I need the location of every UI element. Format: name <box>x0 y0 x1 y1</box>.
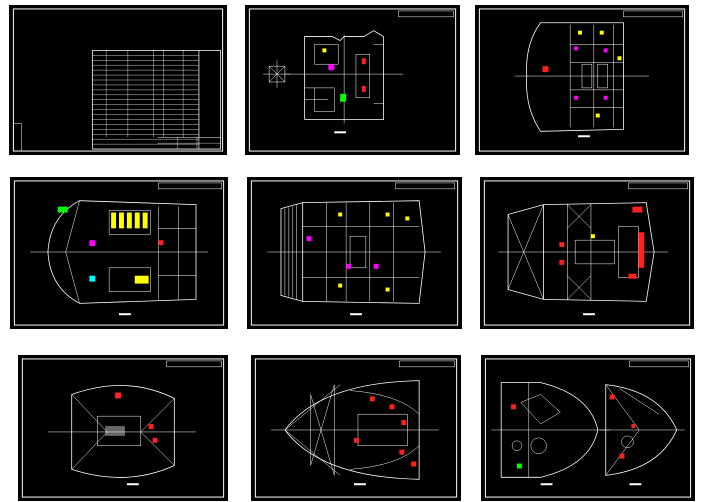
sheet-bow-plan[interactable] <box>17 354 229 502</box>
sheet-hull-plan[interactable] <box>250 354 462 502</box>
bow-plan-drawing <box>21 358 225 498</box>
cover-table-drawing <box>12 8 224 152</box>
sheet-bow-stern-sections[interactable] <box>480 354 696 502</box>
sheet-hold-plan[interactable] <box>479 176 695 330</box>
hull-plan-drawing <box>254 358 458 498</box>
sheet-cover-table[interactable] <box>8 4 228 156</box>
sheet-upper-deck-plan[interactable] <box>474 4 690 156</box>
sheet-second-deck-plan[interactable] <box>246 176 463 330</box>
bow-stern-sections-drawing <box>484 358 692 498</box>
sheet-main-deck-plan[interactable] <box>9 176 229 330</box>
main-deck-plan-drawing <box>13 180 225 326</box>
upper-deck-plan-drawing <box>478 8 686 152</box>
second-deck-plan-drawing <box>250 180 459 326</box>
top-deck-plan-drawing <box>248 8 457 152</box>
sheet-top-deck-plan[interactable] <box>244 4 461 156</box>
hold-plan-drawing <box>483 180 691 326</box>
